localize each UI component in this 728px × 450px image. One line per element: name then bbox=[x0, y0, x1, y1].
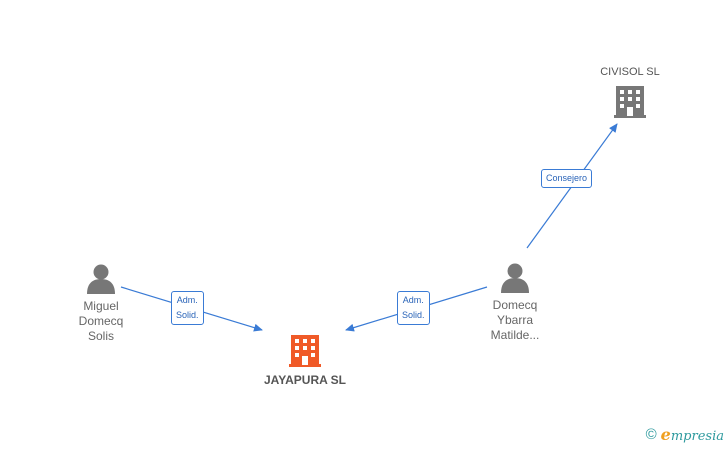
edge-label-adm-solid-miguel: Adm. Solid. bbox=[171, 291, 204, 325]
edge-label-consejero: Consejero bbox=[541, 169, 593, 188]
building-icon[interactable] bbox=[614, 86, 646, 118]
company-label-jayapura[interactable]: JAYAPURA SL bbox=[263, 373, 347, 387]
person-label-domecq[interactable]: Domecq Ybarra Matilde... bbox=[490, 298, 540, 342]
person-label-miguel[interactable]: Miguel Domecq Solis bbox=[78, 299, 124, 343]
edge-label-adm-solid-domecq: Adm. Solid. bbox=[397, 291, 430, 325]
person-icon[interactable] bbox=[501, 263, 529, 294]
footer-brand: © empresia bbox=[646, 425, 724, 444]
copyright-icon: © bbox=[645, 426, 657, 443]
person-icon[interactable] bbox=[87, 264, 115, 295]
company-label-civisol[interactable]: CIVISOL SL bbox=[600, 66, 660, 78]
brand-logo: empresia bbox=[660, 425, 724, 444]
building-icon[interactable] bbox=[289, 335, 321, 367]
